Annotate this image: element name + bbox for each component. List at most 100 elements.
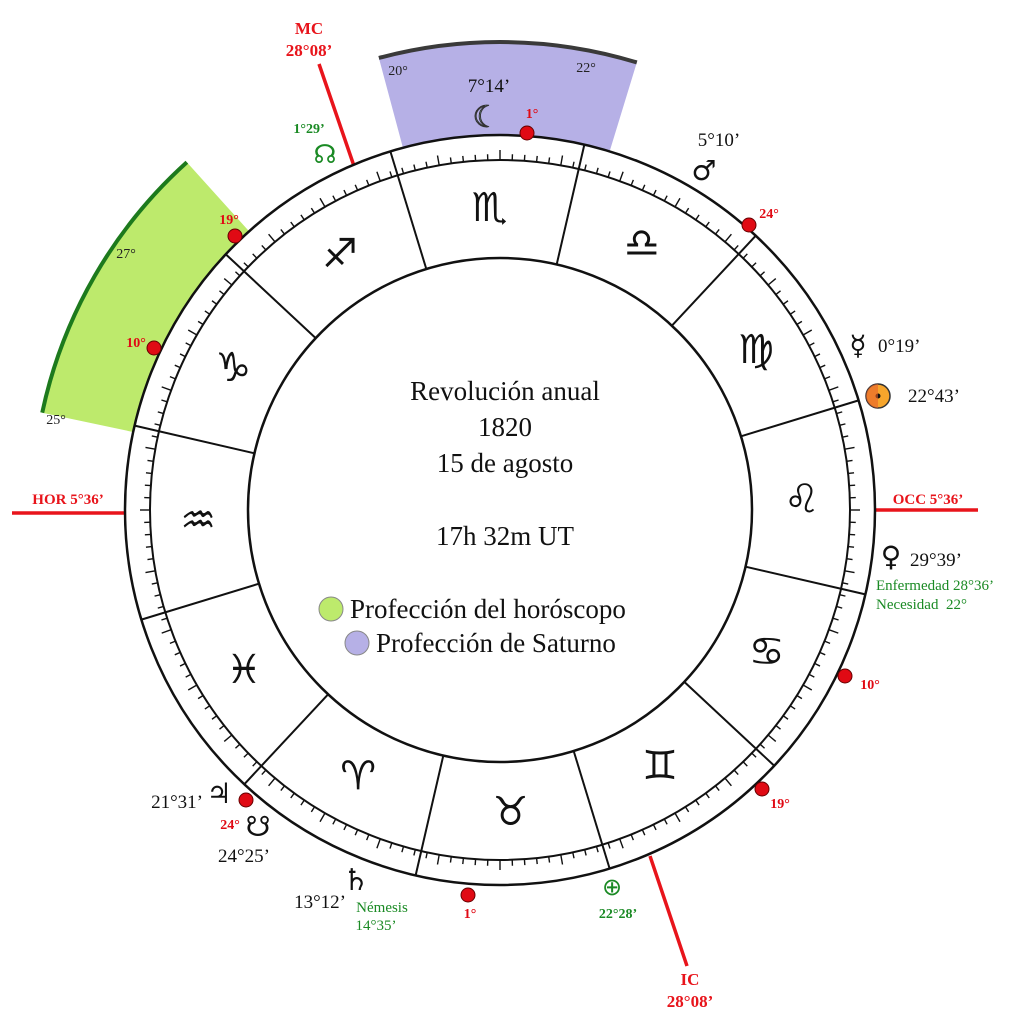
- legend-label-saturn: Profección de Saturno: [376, 628, 616, 658]
- degree-tick: [343, 189, 348, 196]
- degree-tick: [742, 253, 748, 259]
- degree-tick: [343, 824, 348, 831]
- degree-tick: [782, 715, 789, 720]
- degree-tick: [354, 829, 359, 836]
- sign-boundary: [243, 693, 329, 785]
- degree-tick: [808, 673, 815, 678]
- marker-dot-right-lower: [837, 668, 853, 684]
- degree-tick: [560, 155, 564, 166]
- degree-tick: [782, 300, 789, 305]
- degree-tick: [819, 364, 826, 369]
- chart-year: 1820: [478, 412, 532, 442]
- degree-tick: [243, 262, 249, 268]
- degree-tick: [652, 189, 657, 196]
- degree-tick: [179, 662, 186, 667]
- degree-tick: [824, 375, 831, 380]
- degree-tick: [724, 233, 732, 243]
- degree-tick: [219, 290, 225, 296]
- degree-tick: [219, 724, 225, 730]
- degree-tick: [310, 207, 316, 214]
- horoscope-profection-end: 27°: [116, 247, 136, 262]
- sun-degree: 22°43’: [908, 386, 960, 407]
- degree-tick: [832, 399, 839, 403]
- degree-tick: [268, 233, 276, 243]
- venus-icon: ♀: [881, 540, 902, 573]
- degree-tick: [684, 207, 690, 214]
- mc-axis-line: [317, 63, 356, 167]
- degree-tick: [187, 684, 198, 691]
- degree-tick: [436, 854, 440, 865]
- degree-tick: [300, 214, 305, 221]
- degree-tick: [151, 435, 158, 438]
- degree-tick: [197, 694, 204, 700]
- horoscope-profection-start: 25°: [46, 413, 66, 428]
- degree-tick: [280, 229, 286, 235]
- venus-degree: 29°39’: [910, 550, 962, 571]
- saturn-profection-edge: [378, 40, 638, 65]
- sign-boundary: [414, 755, 445, 876]
- marker-label-lower-right: 19°: [770, 797, 790, 812]
- degree-tick: [846, 459, 853, 462]
- degree-tick: [261, 244, 267, 251]
- degree-tick: [652, 824, 657, 831]
- degree-tick: [619, 171, 624, 182]
- degree-tick: [848, 545, 855, 548]
- degree-tick: [252, 253, 258, 259]
- degree-tick: [319, 812, 326, 823]
- legend-label-horoscope: Profección del horóscopo: [350, 594, 626, 624]
- lot-necesidad: Necesidad 22°: [876, 597, 967, 613]
- degree-tick: [449, 856, 452, 863]
- jupiter-degree: 21°31’: [151, 792, 203, 813]
- sign-aquarius-icon: ♒: [180, 498, 216, 544]
- degree-tick: [425, 161, 428, 168]
- saturn-profection-start: 20°: [388, 64, 408, 79]
- occ-label: OCC 5°36’: [893, 492, 964, 508]
- degree-tick: [759, 271, 766, 277]
- degree-markers: 1° 24° 10° 19° 1° 24° 10° 19°: [126, 107, 880, 922]
- south-node-icon: ☋: [246, 810, 271, 843]
- degree-tick: [401, 846, 405, 853]
- marker-dot-lower-right: [754, 781, 770, 797]
- axes: [12, 63, 978, 967]
- degree-tick: [759, 743, 766, 749]
- degree-tick: [796, 694, 803, 700]
- sign-scorpio-icon: ♏: [472, 185, 508, 231]
- marker-dot-top: [519, 125, 535, 141]
- degree-tick: [169, 640, 176, 645]
- sign-boundary: [555, 144, 586, 265]
- degree-tick: [630, 834, 635, 841]
- sign-boundary: [572, 750, 611, 869]
- chart-title: Revolución anual: [410, 376, 600, 406]
- marker-dot-left: [146, 340, 162, 356]
- sign-capricorn-icon: ♑: [215, 345, 251, 391]
- degree-tick: [145, 545, 152, 548]
- zodiac-wheel: ♏♎♍♌♋♊♉♈♓♒♑♐: [123, 133, 877, 887]
- jupiter-icon: ♃: [206, 777, 231, 810]
- degree-tick: [714, 229, 720, 235]
- degree-tick: [607, 842, 611, 849]
- degree-tick: [234, 271, 241, 277]
- degree-tick: [819, 651, 826, 656]
- degree-tick: [261, 769, 267, 776]
- degree-tick: [145, 570, 156, 574]
- planets: 7°14’ ☾ 5°10’ ♂ ☿ 0°19’ 22°43’ ♀ 29°39’ …: [151, 76, 994, 934]
- degree-tick: [161, 629, 172, 634]
- north-node-icon: ☊: [313, 140, 336, 170]
- degree-tick: [828, 629, 839, 634]
- degree-tick: [169, 375, 176, 380]
- degree-tick: [572, 852, 575, 859]
- degree-tick: [310, 806, 316, 813]
- sign-boundary: [745, 565, 866, 596]
- degree-tick: [572, 161, 575, 168]
- degree-tick: [751, 262, 757, 268]
- mc-degree: 28°08’: [286, 41, 332, 60]
- degree-tick: [595, 167, 599, 174]
- ic-label: IC: [681, 970, 700, 989]
- degree-tick: [630, 179, 635, 186]
- degree-tick: [157, 605, 164, 609]
- degree-tick: [389, 842, 393, 849]
- degree-tick: [332, 818, 337, 825]
- sign-boundary: [141, 582, 260, 621]
- sign-sagittarius-icon: ♐: [322, 231, 358, 277]
